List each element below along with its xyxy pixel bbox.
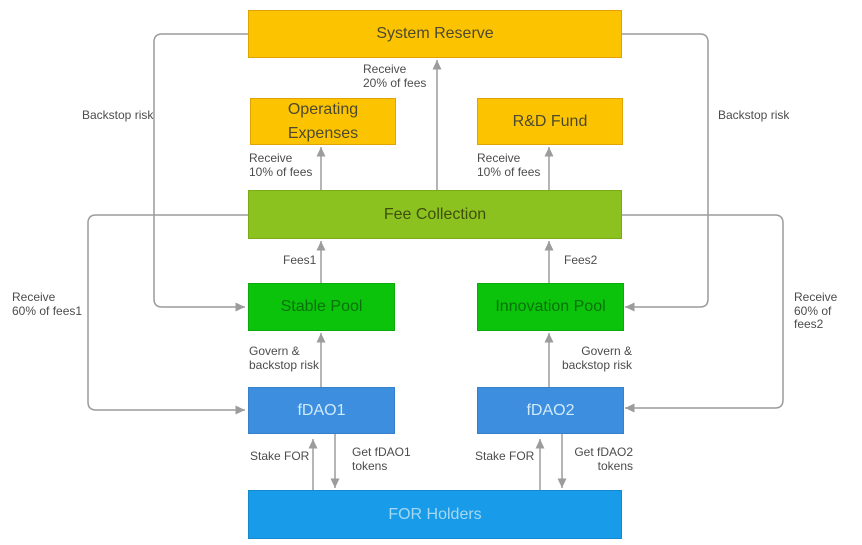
edge-label-stake-for-left: Stake FOR — [250, 449, 310, 463]
node-innovation-pool: Innovation Pool — [477, 283, 624, 331]
edge-label-stake-for-right: Stake FOR — [475, 449, 535, 463]
node-fee-collection: Fee Collection — [248, 190, 622, 239]
node-system-reserve: System Reserve — [248, 10, 622, 58]
node-fdao1: fDAO1 — [248, 387, 395, 434]
edge-label-backstop-risk-right: Backstop risk — [718, 108, 790, 122]
edge-label-govern-backstop-right: Govern & backstop risk — [561, 344, 632, 372]
edge-label-receive-10-of-fees-right: Receive 10% of fees — [477, 151, 541, 179]
edge-label-receive-20-of-fees: Receive 20% of fees — [363, 62, 427, 90]
node-stable-pool: Stable Pool — [248, 283, 395, 331]
edge-label-receive-10-of-fees-left: Receive 10% of fees — [249, 151, 313, 179]
edge-label-backstop-risk-left: Backstop risk — [82, 108, 154, 122]
node-rnd-fund: R&D Fund — [477, 98, 623, 145]
edge-label-receive-60-of-fees2: Receive 60% of fees2 — [794, 290, 838, 331]
edge-label-fees2: Fees2 — [564, 253, 598, 267]
edge-label-govern-backstop-left: Govern & backstop risk — [249, 344, 320, 372]
node-operating-expenses: Operating Expenses — [250, 98, 396, 145]
node-for-holders: FOR Holders — [248, 490, 622, 539]
edge-label-receive-60-of-fees1: Receive 60% of fees1 — [12, 290, 83, 318]
edge-label-fees1: Fees1 — [283, 253, 317, 267]
node-fdao2: fDAO2 — [477, 387, 624, 434]
edge-label-get-fdao1-tokens: Get fDAO1 tokens — [352, 445, 411, 473]
edge-label-get-fdao2-tokens: Get fDAO2 tokens — [574, 445, 633, 473]
